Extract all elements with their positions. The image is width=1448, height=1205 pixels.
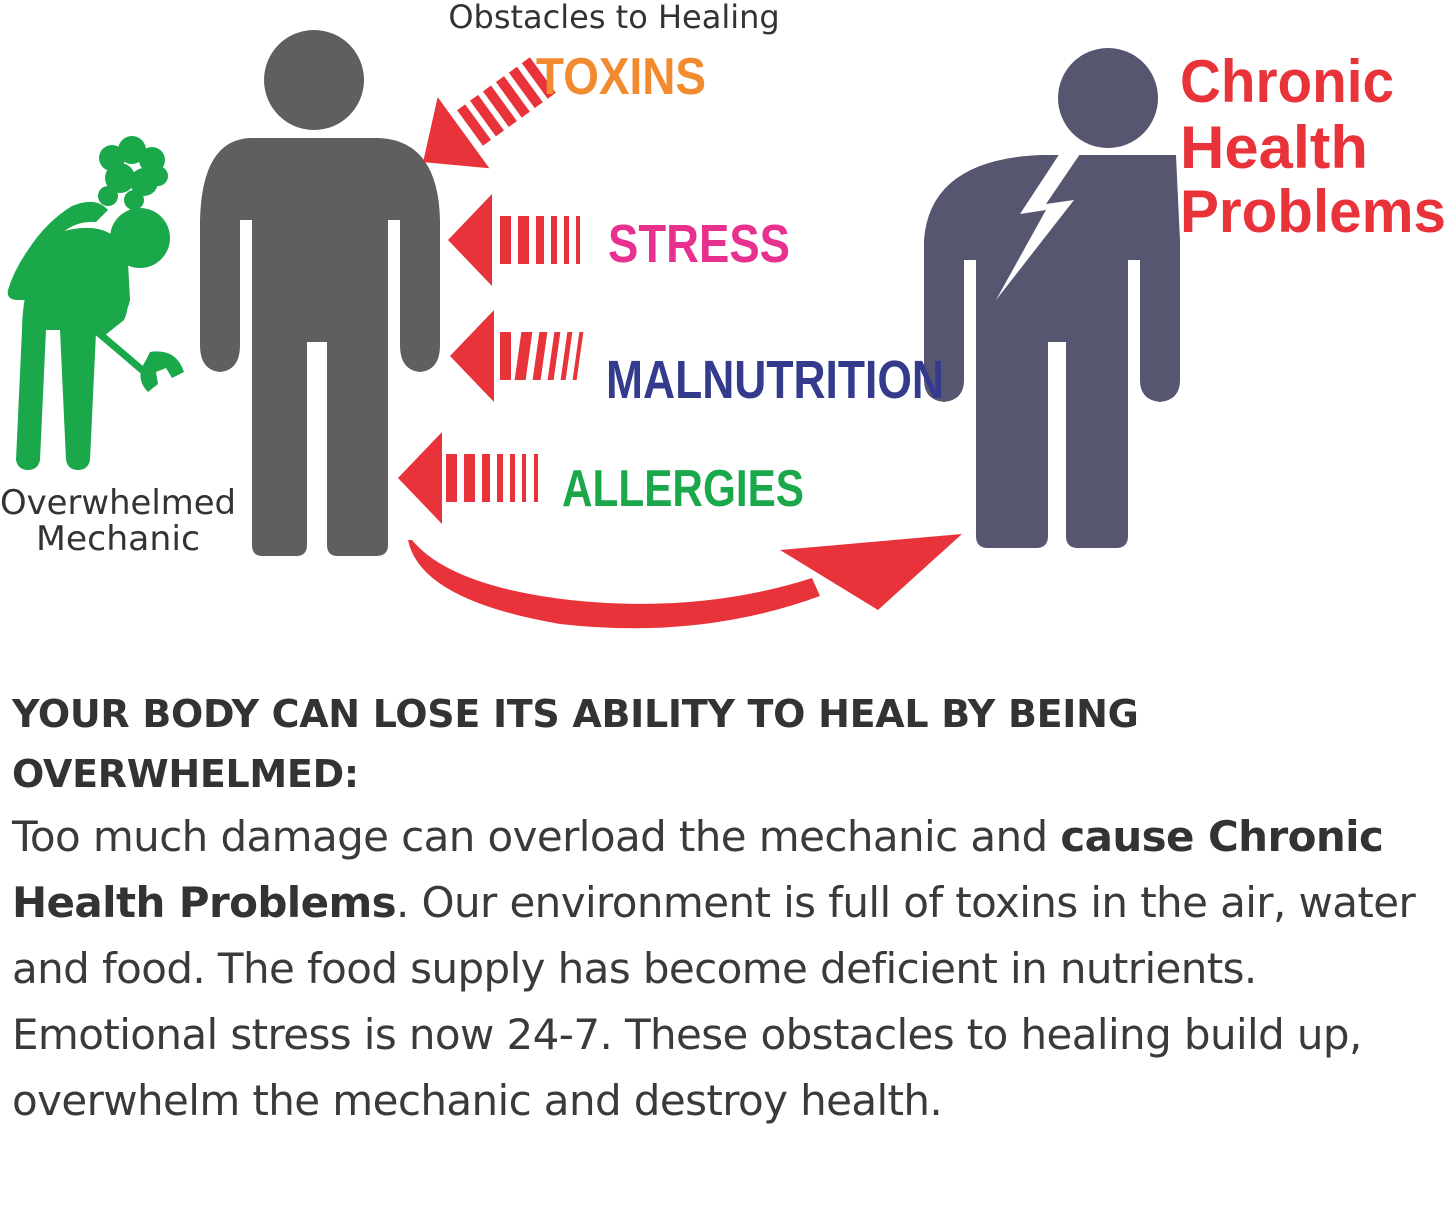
striped-arrow-icon [448, 194, 580, 286]
sick-person-icon [924, 48, 1180, 548]
obstacle-label-toxins: TOXINS [536, 48, 706, 106]
lightning-bolt-icon [996, 150, 1080, 300]
result-label-line2: Health [1180, 114, 1368, 181]
obstacles-diagram: Obstacles to Healing [0, 0, 1446, 629]
diagram-header: Obstacles to Healing [448, 0, 779, 36]
paragraph-text-1: Too much damage can overload the mechani… [12, 812, 1061, 861]
result-label-line3: Problems [1180, 178, 1446, 245]
paragraph-text-2: . Our environment is full of toxins in t… [12, 878, 1416, 1125]
description-paragraph: Too much damage can overload the mechani… [12, 804, 1442, 1134]
mechanic-label-line2: Mechanic [36, 519, 200, 559]
curved-arrow-icon [408, 534, 962, 629]
striped-arrow-icon [423, 57, 556, 169]
striped-arrow-icon [450, 310, 584, 402]
obstacle-label-stress: STRESS [608, 214, 790, 274]
paragraph-emphasis: cause Chronic Health Problems [12, 812, 1384, 927]
striped-arrow-icon [398, 432, 538, 524]
obstacle-label-allergies: ALLERGIES [562, 460, 804, 518]
mechanic-with-wrench-icon [7, 136, 184, 470]
headline: YOUR BODY CAN LOSE ITS ABILITY TO HEAL B… [12, 692, 1139, 796]
obstacle-label-malnutrition: MALNUTRITION [606, 350, 944, 410]
result-label-line1: Chronic [1180, 48, 1394, 115]
mechanic-label-line1: Overwhelmed [0, 483, 236, 523]
body-text: YOUR BODY CAN LOSE ITS ABILITY TO HEAL B… [12, 684, 1442, 1134]
person-icon [200, 30, 440, 556]
